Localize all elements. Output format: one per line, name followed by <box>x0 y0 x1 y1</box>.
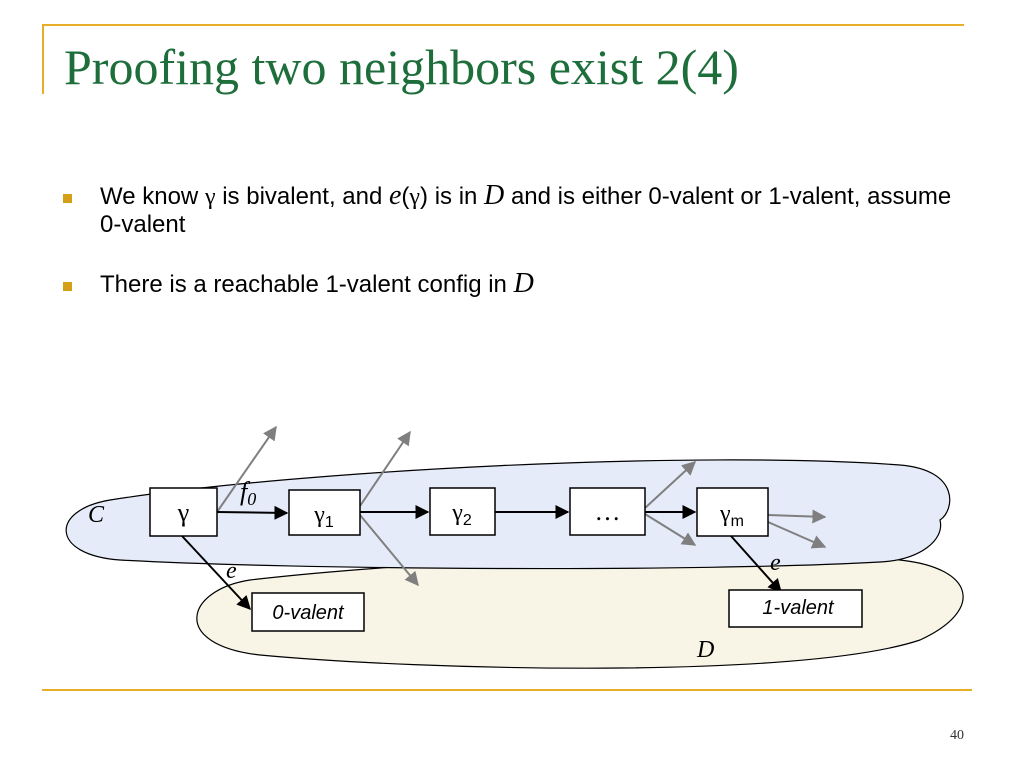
edge-e-right-label: e <box>770 550 781 576</box>
edge-f0-label: f0 <box>240 477 256 509</box>
gray-arrow <box>644 461 697 509</box>
gray-arrow <box>359 430 411 507</box>
bullet-text: and is either 0-valent or 1-valent, assu… <box>100 183 952 238</box>
footer-rule <box>42 689 972 691</box>
edge-e-left-arrow <box>181 535 251 611</box>
gray-arrow <box>216 425 277 513</box>
gray-arrow <box>767 521 827 549</box>
bullet-text: We know <box>100 183 205 210</box>
node-ellipsis-label: … <box>595 497 621 526</box>
d-symbol: D <box>513 268 534 299</box>
region-d-label: D <box>696 637 714 663</box>
edge-e-left-label: e <box>226 558 237 584</box>
gray-arrow <box>644 513 697 546</box>
bullet-item-reachable: There is a reachable 1-valent config in … <box>60 270 970 298</box>
zero-valent-label: 0-valent <box>272 602 345 624</box>
e-symbol: e <box>388 180 402 211</box>
region-c <box>65 459 951 570</box>
one-valent-label: 1-valent <box>762 597 835 619</box>
box-one-valent: 1-valent <box>728 589 863 628</box>
node-gamma-label: γ <box>177 498 190 527</box>
bullet-item-bivalent: We know γ is bivalent, and e(γ) is in D … <box>60 182 970 238</box>
bullet-text: is bivalent, and <box>215 183 389 210</box>
node-gamma1-label: γ1 <box>313 502 334 531</box>
bullet-text: There is a reachable 1-valent config in <box>100 271 514 298</box>
title-frame-left-rule <box>42 24 44 94</box>
region-c-label: C <box>88 502 105 528</box>
bullet-text: ) <box>420 183 429 210</box>
square-bullet-icon <box>63 282 72 291</box>
node-gammam-label: γm <box>719 501 744 530</box>
node-ellipsis: … <box>569 487 646 536</box>
bullet-text: ( <box>401 183 410 210</box>
node-gammam: γm <box>696 487 769 537</box>
slide-title: Proofing two neighbors exist 2(4) <box>64 39 739 95</box>
gamma-symbol: γ <box>409 184 421 210</box>
page-number: 40 <box>950 728 964 743</box>
d-symbol: D <box>484 180 505 211</box>
node-gamma2-label: γ2 <box>451 500 472 529</box>
node-gamma1: γ1 <box>288 489 361 536</box>
box-zero-valent: 0-valent <box>251 592 365 632</box>
bullet-list: We know γ is bivalent, and e(γ) is in D … <box>60 182 970 330</box>
node-gamma: γ <box>149 487 218 537</box>
title-frame-top-rule <box>42 24 964 26</box>
gamma-symbol: γ <box>204 184 216 210</box>
square-bullet-icon <box>63 194 72 203</box>
gray-arrow <box>359 514 419 587</box>
edge-f0-arrow <box>216 505 289 520</box>
bullet-text: is in <box>428 183 485 210</box>
edge-e-right-arrow <box>730 535 782 594</box>
node-gamma2: γ2 <box>429 487 496 536</box>
gray-arrow <box>767 509 827 524</box>
